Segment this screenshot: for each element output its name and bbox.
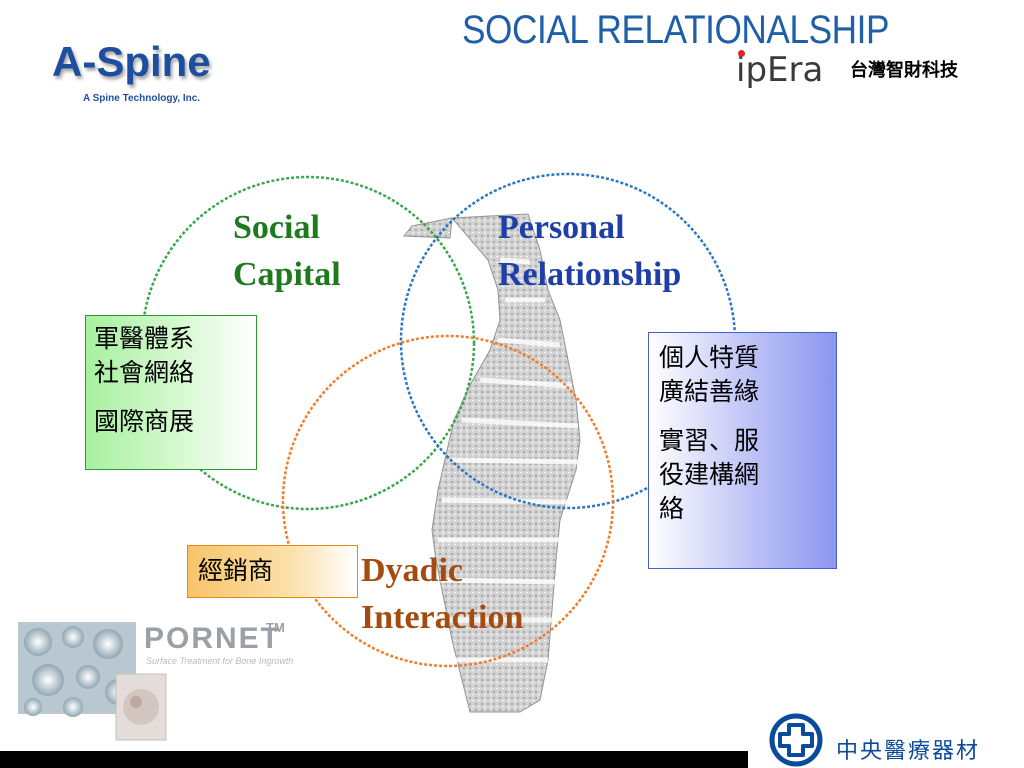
- orange-box-line: 經銷商: [198, 556, 274, 585]
- a-spine-logo-subtitle: A Spine Technology, Inc.: [83, 93, 201, 104]
- social-capital-label-line1: Social: [233, 209, 320, 246]
- pornet-tagline: Surface Treatment for Bone Ingrowth: [146, 656, 294, 666]
- social-capital-label: Social Capital: [233, 204, 341, 298]
- social-capital-label-line2: Capital: [233, 256, 341, 293]
- personal-relationship-label-line1: Personal: [498, 209, 625, 246]
- personal-relationship-label: Personal Relationship: [498, 204, 681, 298]
- dyadic-interaction-box: 經銷商: [187, 545, 358, 598]
- footer-bar: [0, 751, 748, 768]
- spine-image-icon: [402, 213, 581, 713]
- blue-box-line: 役建構網: [659, 460, 760, 489]
- green-box-line: 軍醫體系: [94, 324, 195, 353]
- dyadic-interaction-label: Dyadic Interaction: [361, 547, 523, 641]
- blue-box-line: 個人特質: [659, 343, 760, 372]
- dyadic-interaction-label-line2: Interaction: [361, 599, 524, 636]
- ipera-logo: ipEra: [736, 50, 823, 90]
- medical-cross-logo-icon: [769, 713, 823, 767]
- blue-box-line: 絡: [659, 494, 685, 523]
- dyadic-interaction-circle: [281, 334, 615, 668]
- personal-relationship-label-line2: Relationship: [498, 256, 682, 293]
- pornet-logo: PORNET: [144, 622, 282, 655]
- a-spine-logo: A-Spine: [52, 38, 211, 85]
- bone-tissue-image-icon: [18, 622, 167, 741]
- dyadic-interaction-label-line1: Dyadic: [361, 552, 463, 589]
- ipera-chinese-name: 台灣智財科技: [850, 60, 958, 81]
- blue-box-line: 廣結善緣: [659, 377, 760, 406]
- page-title: SOCIAL RELATIONALSHIP: [462, 8, 889, 52]
- green-box-line: 社會網絡: [94, 358, 195, 387]
- blue-box-line: 實習、服: [659, 426, 760, 455]
- ipera-dot-icon: [738, 50, 745, 57]
- ipera-logo-text: ipEra: [736, 50, 824, 90]
- green-box-line: 國際商展: [94, 407, 195, 436]
- footer-company-name: 中央醫療器材: [836, 739, 981, 764]
- social-capital-box: 軍醫體系 社會網絡 國際商展: [85, 315, 257, 470]
- personal-relationship-box: 個人特質 廣結善緣 實習、服 役建構網 絡: [648, 332, 837, 569]
- pornet-trademark: TM: [266, 620, 285, 635]
